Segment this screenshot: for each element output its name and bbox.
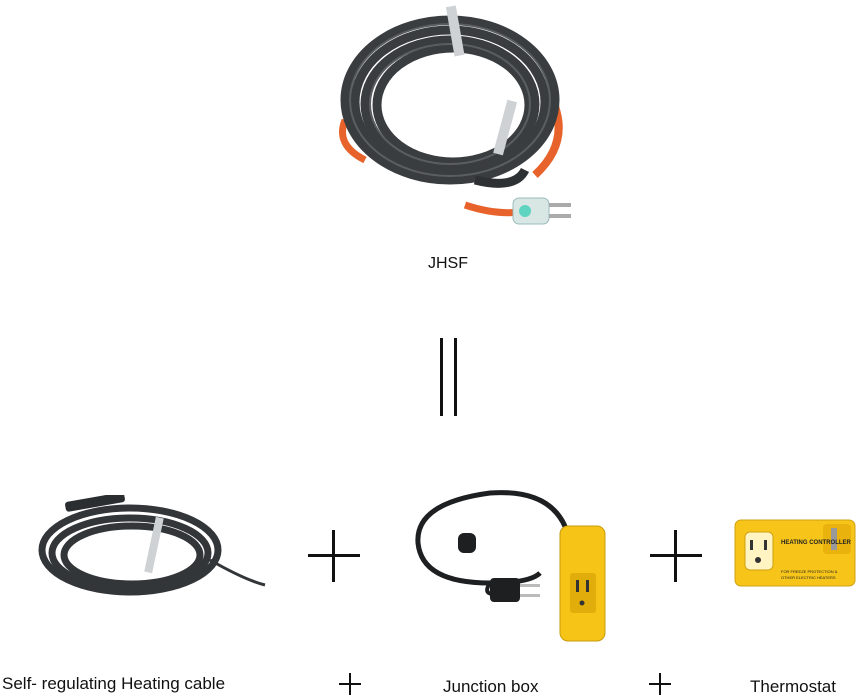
controller-subtitle-2: OTHER ELECTRIC HEATERS — [781, 575, 836, 580]
plus-sign-small-icon — [339, 673, 361, 695]
component-label-thermostat: Thermostat — [750, 677, 836, 696]
component-label-junction-box: Junction box — [443, 677, 539, 696]
junction-box-image — [410, 488, 620, 648]
kit-product-image — [325, 0, 575, 235]
controller-title: HEATING CONTROLLER — [781, 540, 852, 546]
controller-subtitle-1: FOR FREEZE PROTECTION & — [781, 569, 838, 574]
plus-sign-icon — [308, 530, 360, 582]
thermostat-image: HEATING CONTROLLER FOR FREEZE PROTECTION… — [733, 516, 863, 591]
product-name: JHSF — [428, 255, 468, 272]
heating-cable-image — [35, 492, 280, 605]
plus-sign-icon — [650, 530, 702, 582]
plus-sign-small-icon — [649, 673, 671, 695]
component-label-heating-cable: Self- regulating Heating cable — [2, 674, 226, 693]
equals-sign — [438, 338, 464, 418]
